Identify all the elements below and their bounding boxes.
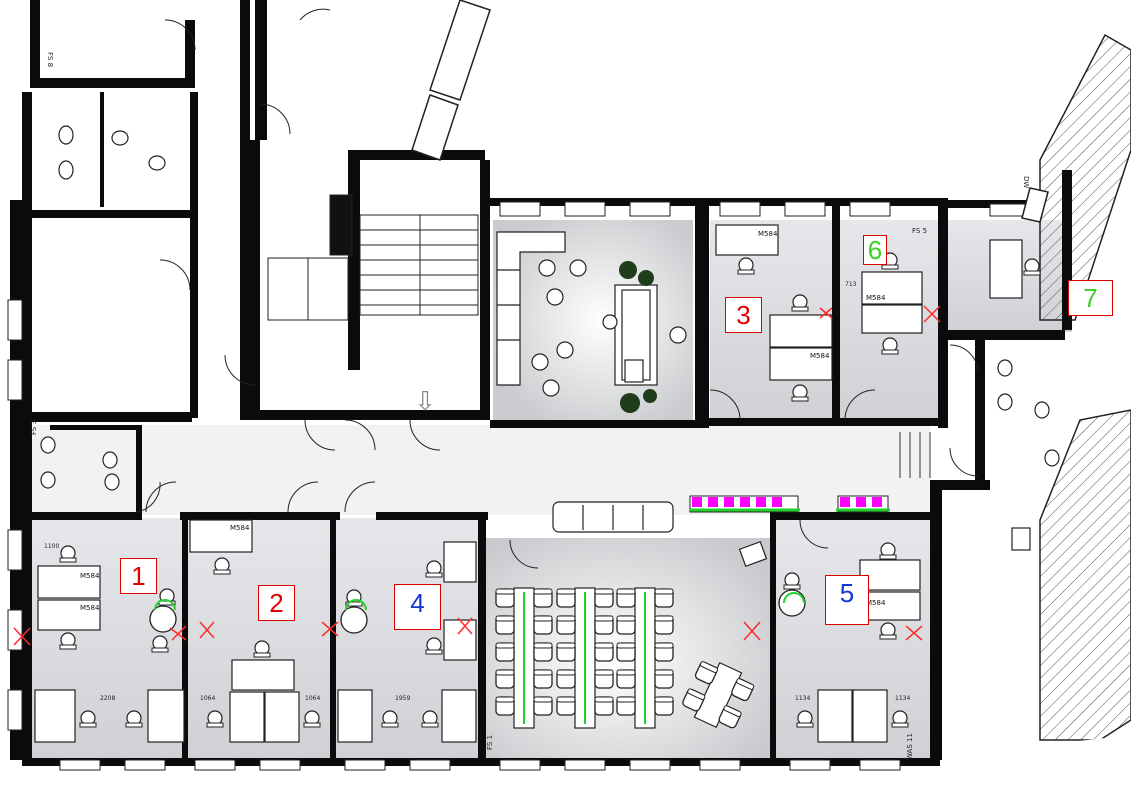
desk-tag: M584 [80,604,100,612]
slanted-windows [411,0,1049,223]
room-number-1: 1 [120,558,157,594]
furniture-conference [495,541,768,730]
room-number-7: 7 [1068,280,1113,316]
toilets [40,125,1060,551]
desk-tag: M584 [810,352,830,360]
side-label: WAS 11 [906,733,914,760]
desk-tag: M584 [866,294,886,302]
plants [619,261,657,413]
dimension-labels: 1100 2208 1064 1064 1959 1134 1134 713 [44,281,910,702]
furniture-room-3 [715,224,833,402]
stair-arrow: ⇩ [414,387,436,417]
side-label: FS 3 [30,420,38,435]
corridor-sofa [552,501,674,533]
dimension-label: 1134 [895,695,910,702]
side-label: FS 1 [486,735,494,750]
desk-tag: M584 [230,524,250,532]
corridor-steps [899,432,931,478]
dimension-label: 713 [845,281,857,288]
room-number-2: 2 [258,585,295,621]
hatched-courtyard [1000,33,1131,791]
removal-marks [13,305,941,646]
desk-tag: M584 [80,572,100,580]
locker-row [689,495,890,513]
furniture-room-7 [989,239,1041,299]
furniture-room-5 [778,542,921,743]
windows [7,201,1026,771]
room-number-6: 6 [863,235,887,265]
green-marks [154,592,805,611]
side-labels: FS 8 FS 3 FS 1 FS 5 WAS 11 DW [30,52,1030,760]
door-swings [135,8,979,569]
side-label: FS 8 [46,52,54,67]
furniture-room-4 [337,541,477,743]
dimension-label: 1134 [795,695,810,702]
room-number-4: 4 [394,584,441,630]
desk-tag: M584 [758,230,778,238]
lounge-furniture [496,231,687,397]
staircase [267,194,479,321]
dimension-label: 1064 [200,695,215,702]
desk-tag: M584 [866,599,886,607]
side-label: DW [1022,176,1030,188]
furniture-room-1 [34,545,185,743]
side-label: FS 5 [912,227,927,235]
dimension-label: 1100 [44,543,59,550]
furniture-room-2 [189,519,321,743]
room-number-3: 3 [725,297,762,333]
dimension-label: 2208 [100,695,115,702]
dimension-label: 1064 [305,695,320,702]
desk-tags: M584 M584 M584 M584 M584 M584 M584 [80,230,886,612]
dimension-label: 1959 [395,695,410,702]
furniture-room-6 [861,252,923,355]
room-number-5: 5 [825,575,869,625]
